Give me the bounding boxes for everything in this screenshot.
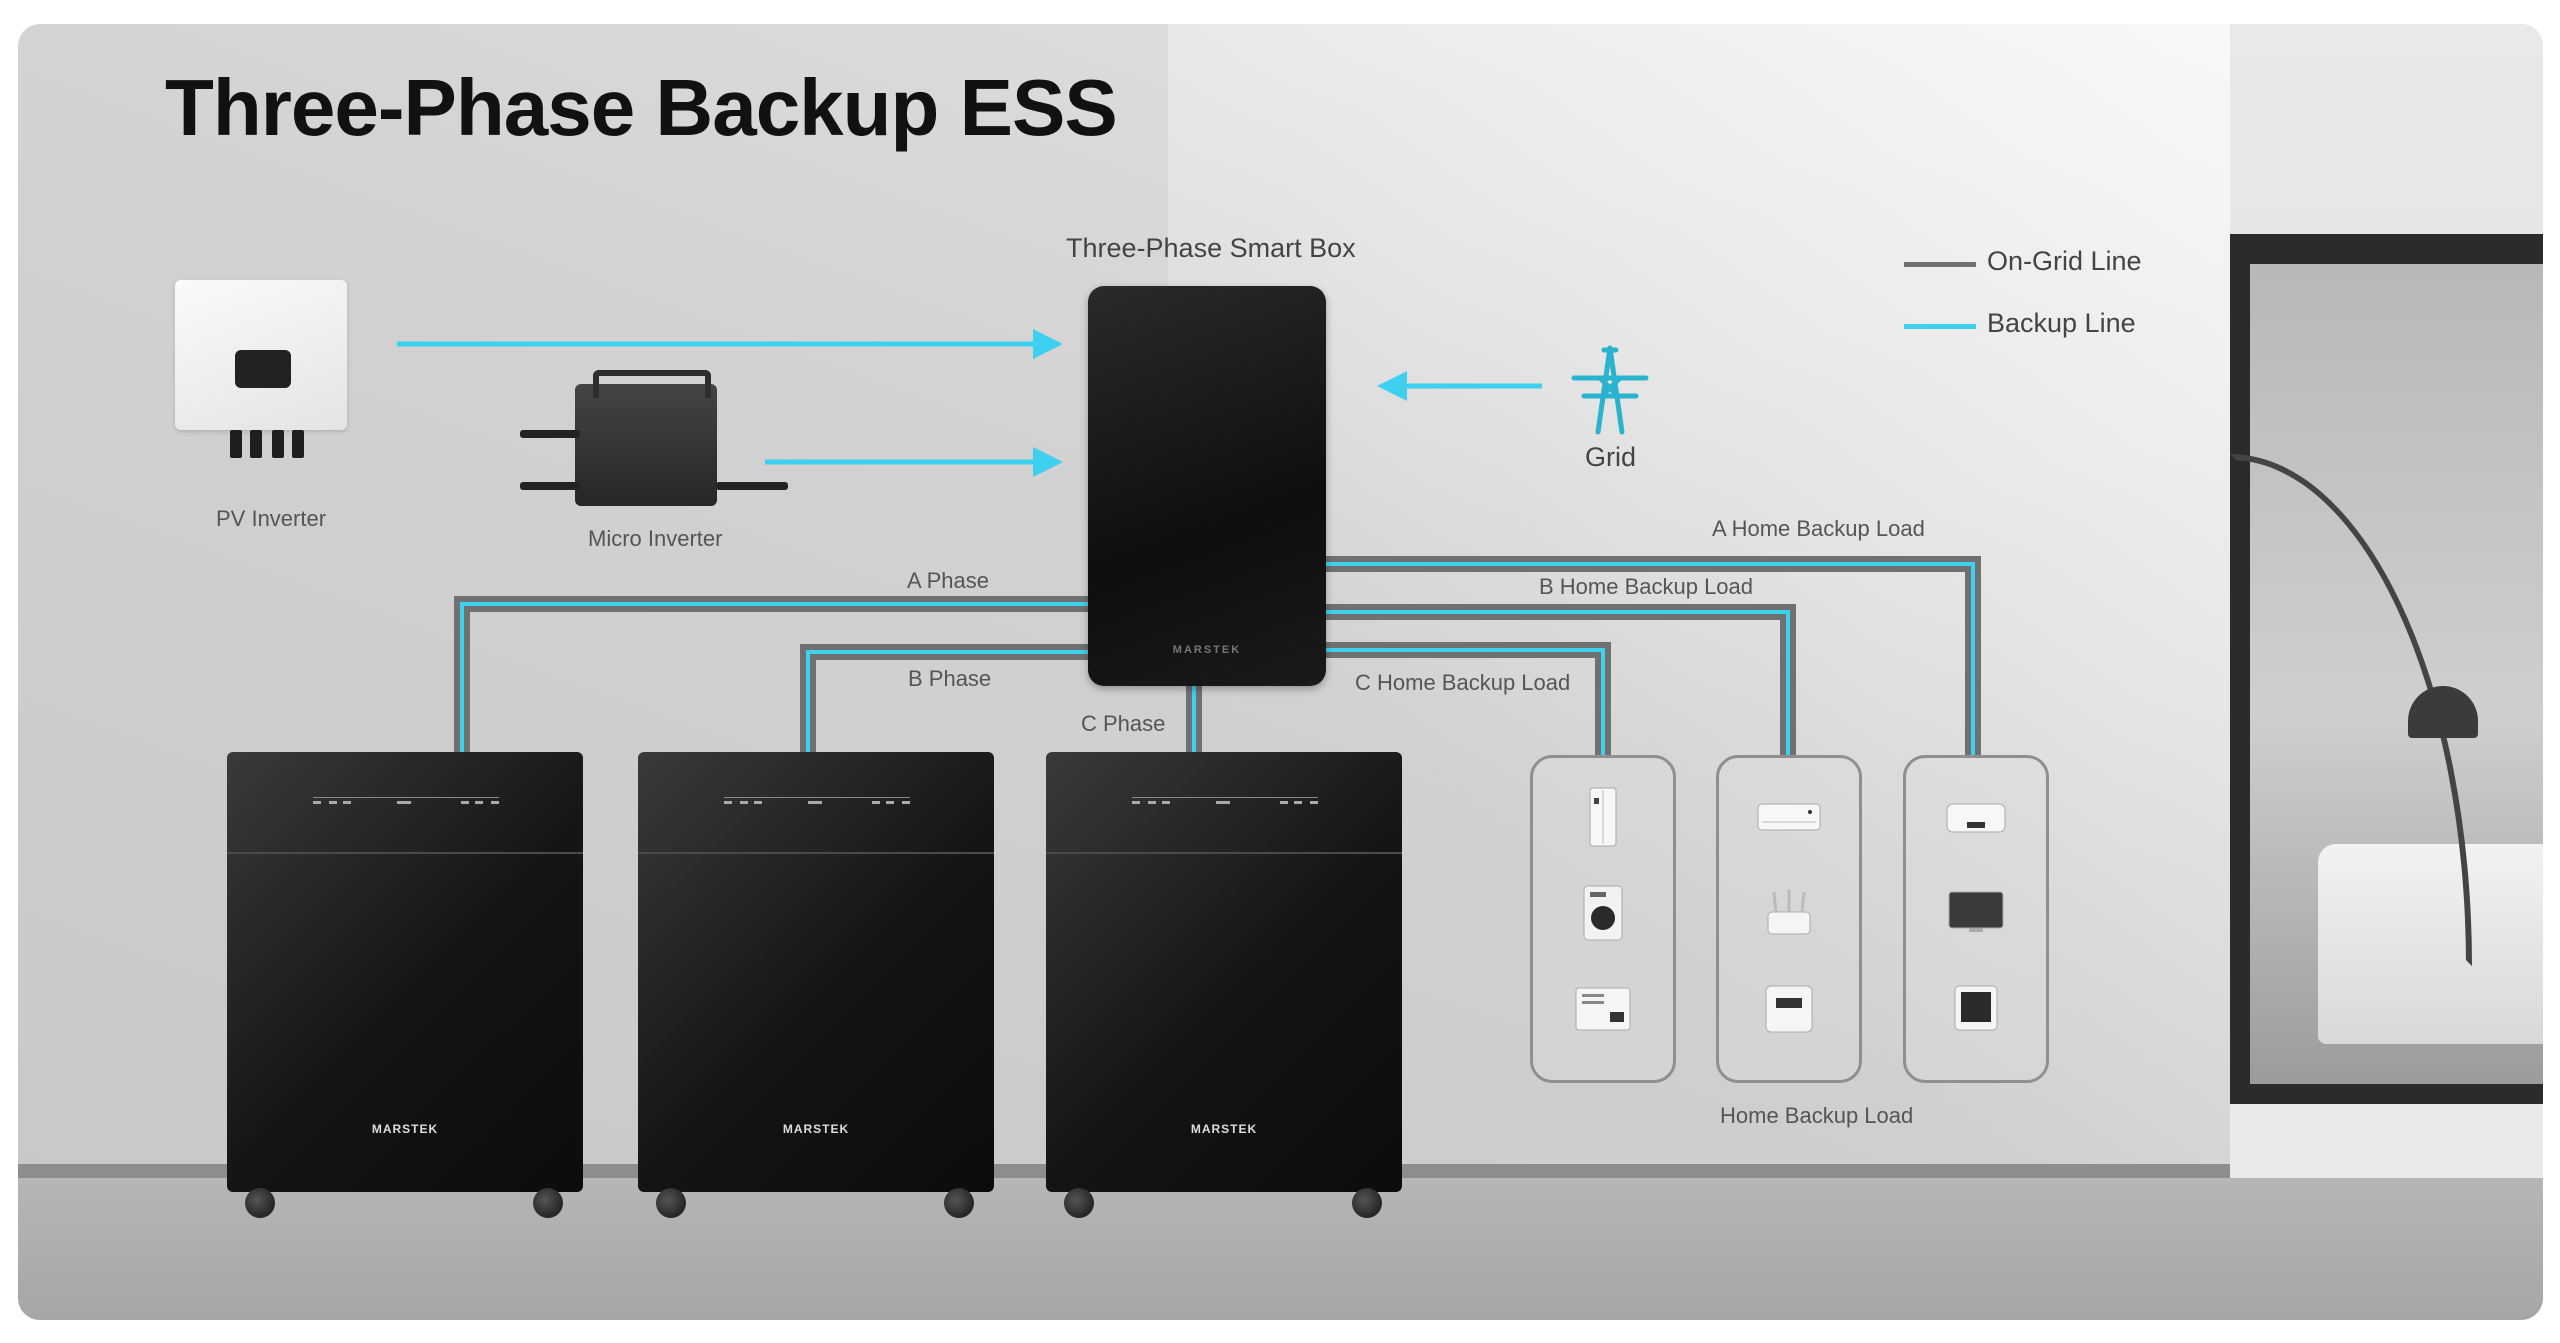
battery-control-band [227, 752, 583, 854]
battery-indicator-leds [1132, 797, 1318, 806]
battery-unit: MARSTEK [1046, 752, 1402, 1192]
microwave-icon [1765, 985, 1813, 1033]
b-home-backup-load-label: B Home Backup Load [1539, 574, 1754, 599]
micro-inverter-cable [520, 430, 580, 438]
backup-line-swatch [1904, 324, 1976, 329]
battery-wheel [1352, 1188, 1382, 1218]
on-grid-line-label: On-Grid Line [1987, 246, 2142, 276]
monitor-icon [1954, 985, 1998, 1031]
grid-label: Grid [1585, 442, 1637, 472]
projector-icon [1946, 803, 2006, 833]
b-load-backup-line [1326, 610, 1790, 755]
battery-unit: MARSTEK [227, 752, 583, 1192]
tv-icon [1948, 891, 2004, 932]
washing-machine-icon [1583, 885, 1623, 941]
a-phase-backup-line [460, 602, 1088, 752]
pv-connector [292, 430, 304, 458]
battery-brand: MARSTEK [371, 1122, 439, 1136]
pv-connector [250, 430, 262, 458]
pv-inverter-display [235, 350, 291, 388]
battery-control-band [1046, 752, 1402, 854]
pv-connector [230, 430, 242, 458]
backup-line-label: Backup Line [1987, 308, 2136, 338]
battery-wheel [533, 1188, 563, 1218]
micro-inverter-label: Micro Inverter [588, 526, 723, 551]
battery-indicator-leds [724, 797, 910, 806]
a-home-backup-load-panel [1903, 755, 2049, 1083]
wifi-router-icon [1767, 890, 1811, 935]
battery-wheel [944, 1188, 974, 1218]
floor [18, 1178, 2543, 1320]
micro-inverter-cable [716, 482, 788, 490]
smart-box-brand: MARSTEK [1172, 644, 1242, 656]
a-phase-label: A Phase [907, 568, 989, 593]
a-phase-line [454, 596, 1088, 752]
battery-brand: MARSTEK [1190, 1122, 1258, 1136]
smart-box-label: Three-Phase Smart Box [1066, 233, 1356, 263]
pv-connector [272, 430, 284, 458]
micro-inverter [575, 370, 717, 506]
c-home-backup-load-label: C Home Backup Load [1355, 670, 1571, 695]
on-grid-line-swatch [1904, 262, 1976, 267]
a-load-backup-line [1326, 562, 1975, 755]
pv-inverter [175, 280, 347, 430]
b-phase-label: B Phase [908, 666, 992, 691]
page-title: Three-Phase Backup ESS [165, 63, 1118, 152]
c-phase-label: C Phase [1081, 711, 1166, 736]
c-load-backup-line [1326, 648, 1605, 755]
air-conditioner-icon [1757, 803, 1821, 831]
battery-wheel [245, 1188, 275, 1218]
refrigerator-icon [1589, 787, 1617, 847]
power-tower-icon [1571, 345, 1649, 435]
battery-wheel [1064, 1188, 1094, 1218]
battery-wheel [656, 1188, 686, 1218]
floor-lamp-shade [2408, 686, 2478, 738]
b-phase-backup-line [806, 650, 1088, 752]
micro-inverter-handle [593, 370, 711, 398]
micro-inverter-cable [520, 482, 580, 490]
battery-control-band [638, 752, 994, 854]
battery-indicator-leds [313, 797, 499, 806]
b-home-backup-load-panel [1716, 755, 1862, 1083]
three-phase-smart-box: MARSTEK [1088, 286, 1326, 686]
a-home-backup-load-label: A Home Backup Load [1712, 516, 1925, 541]
pv-inverter-label: PV Inverter [216, 506, 327, 531]
battery-brand: MARSTEK [782, 1122, 850, 1136]
c-load-line [1326, 642, 1611, 755]
home-backup-load-label: Home Backup Load [1720, 1103, 1914, 1128]
control-panel-icon [1575, 987, 1631, 1031]
c-home-backup-load-panel [1530, 755, 1676, 1083]
battery-unit: MARSTEK [638, 752, 994, 1192]
